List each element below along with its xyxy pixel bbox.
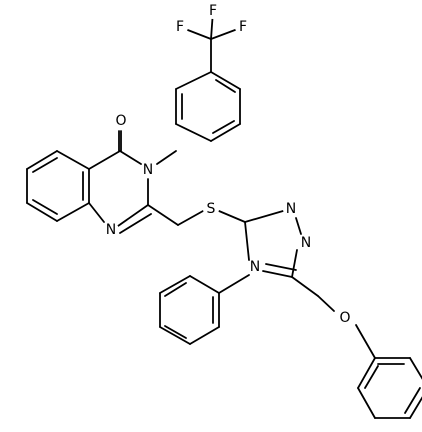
- svg-text:N: N: [286, 201, 296, 217]
- atom-sulfur: S: [203, 201, 219, 217]
- bond-7: [175, 123, 212, 142]
- atom-n4: N: [247, 259, 263, 275]
- svg-text:N: N: [106, 222, 116, 238]
- bond-19: [56, 150, 90, 170]
- atom-f1: F: [172, 19, 188, 35]
- bond-57: [357, 387, 376, 419]
- bond-51: [317, 295, 335, 312]
- bond-61: [364, 365, 379, 389]
- bond-29: [119, 213, 152, 234]
- bond-20: [26, 150, 58, 170]
- bond-23: [56, 202, 90, 222]
- bond-34: [244, 210, 284, 223]
- bond-46: [189, 275, 220, 294]
- bond-45: [159, 275, 191, 294]
- bond-60: [404, 387, 421, 414]
- bond-54: [409, 357, 422, 380]
- bond-37: [262, 270, 293, 278]
- svg-text:N: N: [250, 259, 260, 275]
- bond-38: [244, 221, 250, 261]
- atom-f3: F: [235, 19, 251, 35]
- bond-35: [295, 217, 302, 235]
- bond-36: [291, 249, 298, 278]
- bond-40: [218, 274, 250, 294]
- bond-6: [210, 123, 241, 142]
- bond-9: [175, 71, 212, 90]
- bond-26: [32, 199, 58, 215]
- atom-triazole-n2: N: [298, 235, 314, 251]
- atom-triazole-n1: N: [283, 201, 299, 217]
- bond-55: [409, 396, 422, 419]
- svg-text:O: O: [339, 310, 350, 326]
- bond-10: [215, 79, 236, 93]
- bond-52: [355, 324, 376, 359]
- bond-layer: [26, 10, 422, 419]
- bond-33: [218, 210, 246, 223]
- bond-39: [265, 263, 297, 271]
- bond-24: [88, 202, 105, 223]
- atom-ether-oxygen: O: [337, 310, 353, 326]
- bond-11: [212, 120, 235, 134]
- atom-n1: N: [103, 222, 119, 238]
- bond-42: [189, 326, 220, 345]
- bond-48: [164, 325, 187, 339]
- bond-4: [210, 71, 241, 90]
- bond-17: [88, 150, 121, 170]
- bond-43: [159, 326, 191, 345]
- svg-text:N: N: [143, 162, 153, 178]
- svg-text:F: F: [176, 19, 184, 35]
- svg-text:F: F: [239, 19, 247, 35]
- bond-50: [291, 276, 319, 297]
- svg-text:N: N: [301, 235, 311, 251]
- bond-28: [117, 204, 149, 227]
- svg-text:O: O: [115, 113, 126, 129]
- atom-f2: F: [205, 3, 221, 19]
- bond-58: [357, 357, 376, 389]
- bond-22: [26, 202, 58, 222]
- atom-n3: N: [140, 162, 156, 178]
- bond-25: [32, 157, 58, 173]
- atom-carbonyl-oxygen: O: [113, 113, 129, 129]
- bond-49: [164, 282, 187, 297]
- bond-31: [147, 204, 179, 226]
- bond-32: [177, 210, 204, 226]
- svg-text:F: F: [209, 3, 217, 19]
- atom-label-layer: F F F O N N S: [103, 3, 353, 326]
- bond-16: [119, 150, 142, 165]
- bond-13: [156, 150, 177, 165]
- svg-text:S: S: [207, 201, 216, 217]
